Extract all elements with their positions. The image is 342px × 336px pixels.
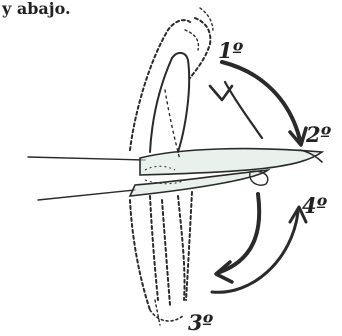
arrow-2-to-3 [220,194,259,272]
horizontal-baseline [28,157,145,200]
arrow-1-to-2 [222,62,300,140]
label-step-3: 3º [188,310,214,335]
arrow-1-inner [225,82,262,138]
label-step-4: 4º [302,193,328,218]
label-step-2: 2º [305,122,332,147]
arm-outline [130,149,322,196]
caption-fragment: y abajo. [1,0,71,18]
label-step-1: 1º [218,38,244,63]
lower-hand-position [130,192,192,325]
upper-hand-position [130,8,213,160]
